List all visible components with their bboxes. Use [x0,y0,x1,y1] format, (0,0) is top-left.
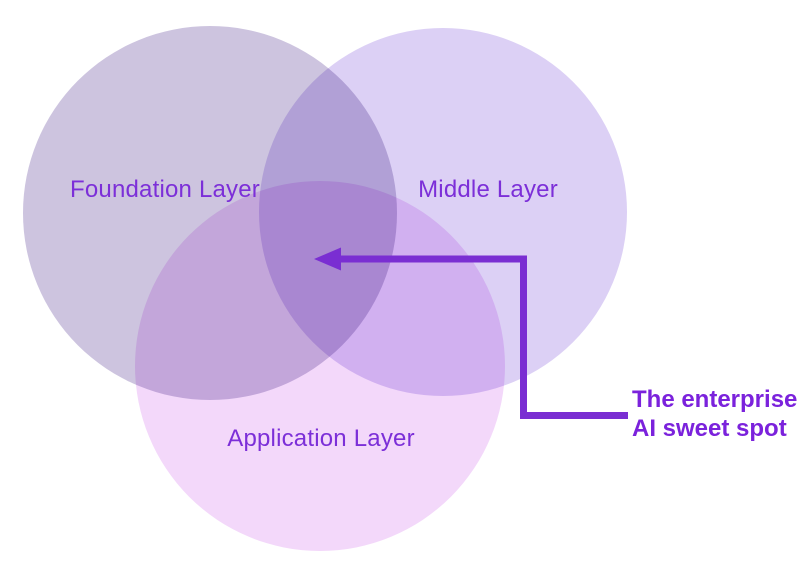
annotation-line-2: AI sweet spot [632,415,787,442]
annotation-arrowhead-icon [314,247,341,271]
middle-layer-label: Middle Layer [418,176,558,203]
annotation-arrow-line [331,255,628,419]
annotation-line-1: The enterprise [632,386,798,413]
application-circle [135,181,505,551]
annotation-text: The enterprise AI sweet spot [632,385,797,443]
foundation-layer-label: Foundation Layer [70,176,260,203]
application-layer-label: Application Layer [227,425,415,452]
